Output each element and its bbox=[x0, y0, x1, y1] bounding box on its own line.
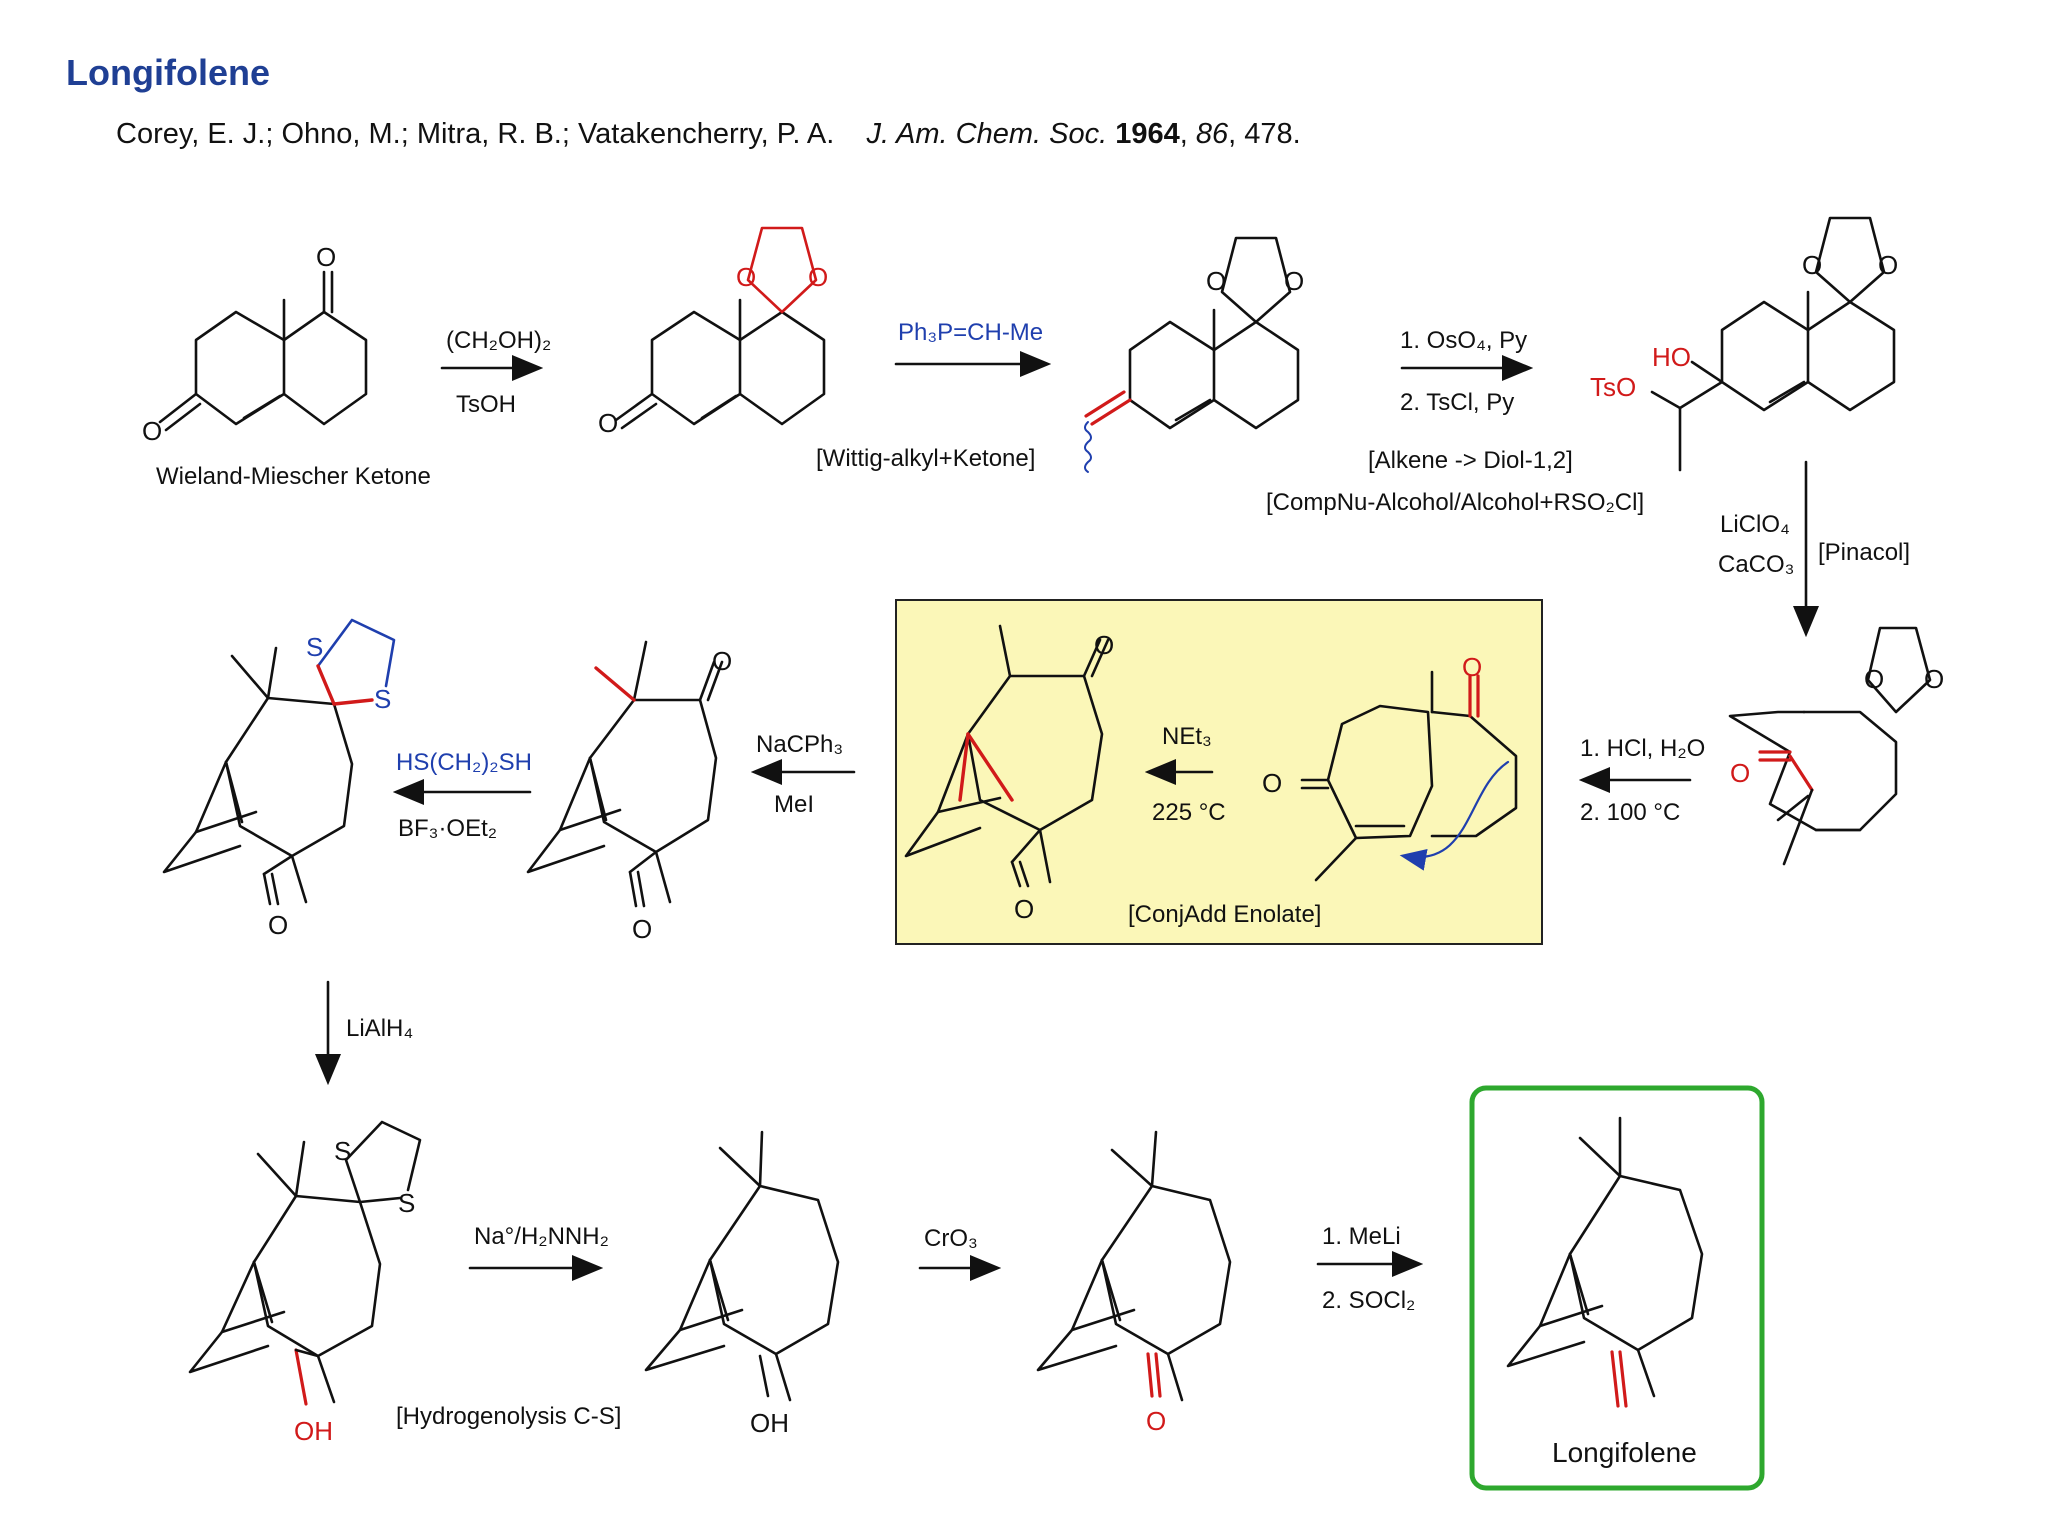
methylated-diketone-structure bbox=[526, 640, 724, 908]
step6-condition: 225 °C bbox=[1152, 799, 1226, 826]
atom-o: O bbox=[316, 242, 336, 272]
dithiolane-alcohol-structure bbox=[188, 1120, 422, 1406]
citation-journal: J. Am. Chem. Soc. bbox=[866, 118, 1108, 150]
atom-ho: HO bbox=[1652, 342, 1691, 372]
atom-oh: OH bbox=[750, 1408, 789, 1438]
wieland-miescher-ketone-structure bbox=[158, 270, 368, 432]
atom-o: O bbox=[1014, 894, 1034, 924]
atom-o: O bbox=[632, 914, 652, 944]
step3-tag-2: [CompNu-Alcohol/Alcohol+RSO₂Cl] bbox=[1266, 489, 1644, 516]
step1-catalyst: TsOH bbox=[456, 391, 516, 418]
atom-s: S bbox=[334, 1136, 351, 1166]
step4-reagent-2: CaCO₃ bbox=[1718, 551, 1794, 578]
longifolol-alcohol-structure bbox=[644, 1130, 840, 1402]
ethylidene-ketal-structure bbox=[1084, 236, 1300, 473]
step9-reagent: LiAlH₄ bbox=[346, 1015, 413, 1042]
hydroxy-tosylate-structure bbox=[1650, 216, 1896, 472]
tricyclic-diketone-structure bbox=[904, 624, 1110, 888]
step10-reagent: Na°/H₂NNH₂ bbox=[474, 1223, 609, 1250]
step6-reagent: NEt₃ bbox=[1162, 723, 1212, 750]
step12-reagent-2: 2. SOCl₂ bbox=[1322, 1287, 1415, 1314]
atom-s: S bbox=[398, 1188, 415, 1218]
atom-o: O bbox=[1924, 664, 1944, 694]
atom-o: O bbox=[712, 646, 732, 676]
citation-volume: 86 bbox=[1195, 118, 1229, 150]
atom-tso: TsO bbox=[1590, 372, 1636, 402]
citation-year: 1964 bbox=[1115, 118, 1180, 150]
step3-reagent-2: 2. TsCl, Py bbox=[1400, 389, 1514, 416]
step11-reagent: CrO₃ bbox=[924, 1225, 978, 1252]
atom-o: O bbox=[1094, 630, 1114, 660]
step3-reagent-1: 1. OsO₄, Py bbox=[1400, 327, 1527, 354]
atom-o: O bbox=[1146, 1406, 1166, 1436]
longifolene-label: Longifolene bbox=[1552, 1437, 1697, 1468]
longifolene-box bbox=[1469, 1085, 1765, 1491]
step7-reagent-2: MeI bbox=[774, 791, 814, 818]
atom-s: S bbox=[374, 684, 391, 714]
atom-o: O bbox=[268, 910, 288, 940]
conjugate-addition-box bbox=[895, 599, 1543, 945]
step8-reagent-1: HS(CH₂)₂SH bbox=[396, 749, 532, 776]
step12-reagent-1: 1. MeLi bbox=[1322, 1223, 1401, 1250]
step1-reagent: (CH₂OH)₂ bbox=[446, 327, 551, 354]
atom-o: O bbox=[598, 408, 618, 438]
atom-o: O bbox=[808, 262, 828, 292]
step4-tag: [Pinacol] bbox=[1818, 539, 1910, 566]
atom-o: O bbox=[1284, 266, 1304, 296]
step3-tag-1: [Alkene -> Diol-1,2] bbox=[1368, 447, 1573, 474]
keto-enone-substrate-structure bbox=[1300, 670, 1518, 882]
dithiolane-ketone-structure bbox=[162, 618, 396, 906]
step2-tag: [Wittig-alkyl+Ketone] bbox=[816, 445, 1035, 472]
atom-o: O bbox=[142, 416, 162, 446]
longifolene-structure bbox=[1506, 1116, 1704, 1408]
step5-reagent-2: 2. 100 °C bbox=[1580, 799, 1680, 826]
step5-reagent-1: 1. HCl, H₂O bbox=[1580, 735, 1705, 762]
step6-tag: [ConjAdd Enolate] bbox=[1128, 901, 1321, 928]
step8-reagent-2: BF₃·OEt₂ bbox=[398, 815, 497, 842]
ketal-enone-structure bbox=[614, 226, 826, 430]
atom-o: O bbox=[1262, 768, 1282, 798]
atom-o: O bbox=[1206, 266, 1226, 296]
citation: Corey, E. J.; Ohno, M.; Mitra, R. B.; Va… bbox=[116, 118, 1301, 150]
wieland-miescher-label: Wieland-Miescher Ketone bbox=[156, 463, 431, 490]
atom-o: O bbox=[1878, 250, 1898, 280]
atom-oh: OH bbox=[294, 1416, 333, 1446]
page-title: Longifolene bbox=[66, 52, 270, 93]
atom-o: O bbox=[1730, 758, 1750, 788]
longicamphenylone-structure bbox=[1036, 1130, 1232, 1402]
citation-authors: Corey, E. J.; Ohno, M.; Mitra, R. B.; Va… bbox=[116, 118, 835, 150]
cycloheptenone-ketal-structure bbox=[1728, 626, 1932, 866]
atom-o: O bbox=[1802, 250, 1822, 280]
atom-o: O bbox=[1864, 664, 1884, 694]
step10-tag: [Hydrogenolysis C-S] bbox=[396, 1403, 621, 1430]
atom-s: S bbox=[306, 632, 323, 662]
atom-o: O bbox=[1462, 652, 1482, 682]
atom-o: O bbox=[736, 262, 756, 292]
citation-pages: 478. bbox=[1244, 118, 1301, 150]
step7-reagent-1: NaCPh₃ bbox=[756, 731, 843, 758]
step2-reagent: Ph₃P=CH-Me bbox=[898, 319, 1043, 346]
step4-reagent-1: LiClO₄ bbox=[1720, 511, 1790, 538]
